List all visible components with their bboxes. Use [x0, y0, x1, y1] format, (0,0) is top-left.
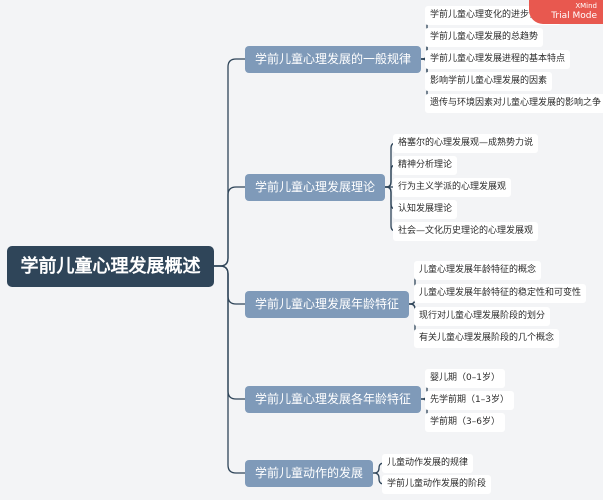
root-to-branch-line-5: [214, 265, 245, 474]
root-to-branch-line-4: [214, 265, 245, 400]
subtopic-4-3[interactable]: 学前期（3–6岁）: [425, 412, 505, 432]
subtopic-3-3[interactable]: 现行对儿童心理发展阶段的划分: [414, 306, 551, 326]
subtopic-2-1[interactable]: 格塞尔的心理发展观—成熟势力说: [393, 133, 539, 153]
subtopic-2-5[interactable]: 社会—文化历史理论的心理发展观: [393, 221, 539, 241]
subtopic-5-2[interactable]: 学前儿童动作发展的阶段: [382, 474, 492, 494]
branch-to-subtopic-line-5-2: [373, 472, 385, 485]
subtopic-3-2[interactable]: 儿童心理发展年龄特征的稳定性和可变性: [414, 283, 587, 303]
subtopic-1-5[interactable]: 遗传与环境因素对儿童心理发展的影响之争: [425, 93, 603, 113]
subtopic-3-1[interactable]: 儿童心理发展年龄特征的概念: [414, 260, 542, 280]
subtopic-1-1[interactable]: 学前儿童心理变化的进步性方向: [425, 5, 562, 25]
branch-topic-2[interactable]: 学前儿童心理发展理论: [245, 173, 386, 201]
trial-mode-badge: XMind Trial Mode: [529, 0, 603, 24]
subtopic-1-4[interactable]: 影响学前儿童心理发展的因素: [425, 71, 553, 91]
root-to-branch-line-3: [214, 265, 245, 305]
subtopic-2-2[interactable]: 精神分析理论: [393, 155, 458, 175]
branch-topic-3[interactable]: 学前儿童心理发展年龄特征: [245, 290, 410, 318]
subtopic-1-2[interactable]: 学前儿童心理发展的总趋势: [425, 27, 544, 47]
branch-topic-5[interactable]: 学前儿童动作的发展: [245, 459, 374, 487]
watermark-mode: Trial Mode: [551, 11, 597, 21]
subtopic-1-3[interactable]: 学前儿童心理发展进程的基本特点: [425, 49, 571, 69]
subtopic-4-2[interactable]: 先学前期（1–3岁）: [425, 390, 514, 410]
branch-topic-4[interactable]: 学前儿童心理发展各年龄特征: [245, 385, 422, 413]
subtopic-4-1[interactable]: 婴儿期（0–1岁）: [425, 368, 505, 388]
root-topic[interactable]: 学前儿童心理发展概述: [7, 246, 214, 287]
subtopic-5-1[interactable]: 儿童动作发展的规律: [382, 453, 474, 473]
subtopic-2-4[interactable]: 认知发展理论: [393, 199, 458, 219]
root-to-branch-line-2: [214, 186, 245, 267]
watermark-brand: XMind: [575, 2, 597, 10]
subtopic-3-4[interactable]: 有关儿童心理发展阶段的几个概念: [414, 328, 560, 348]
root-to-branch-line-1: [214, 58, 245, 267]
branch-topic-1[interactable]: 学前儿童心理发展的一般规律: [245, 45, 422, 73]
subtopic-2-3[interactable]: 行为主义学派的心理发展观: [393, 177, 512, 197]
